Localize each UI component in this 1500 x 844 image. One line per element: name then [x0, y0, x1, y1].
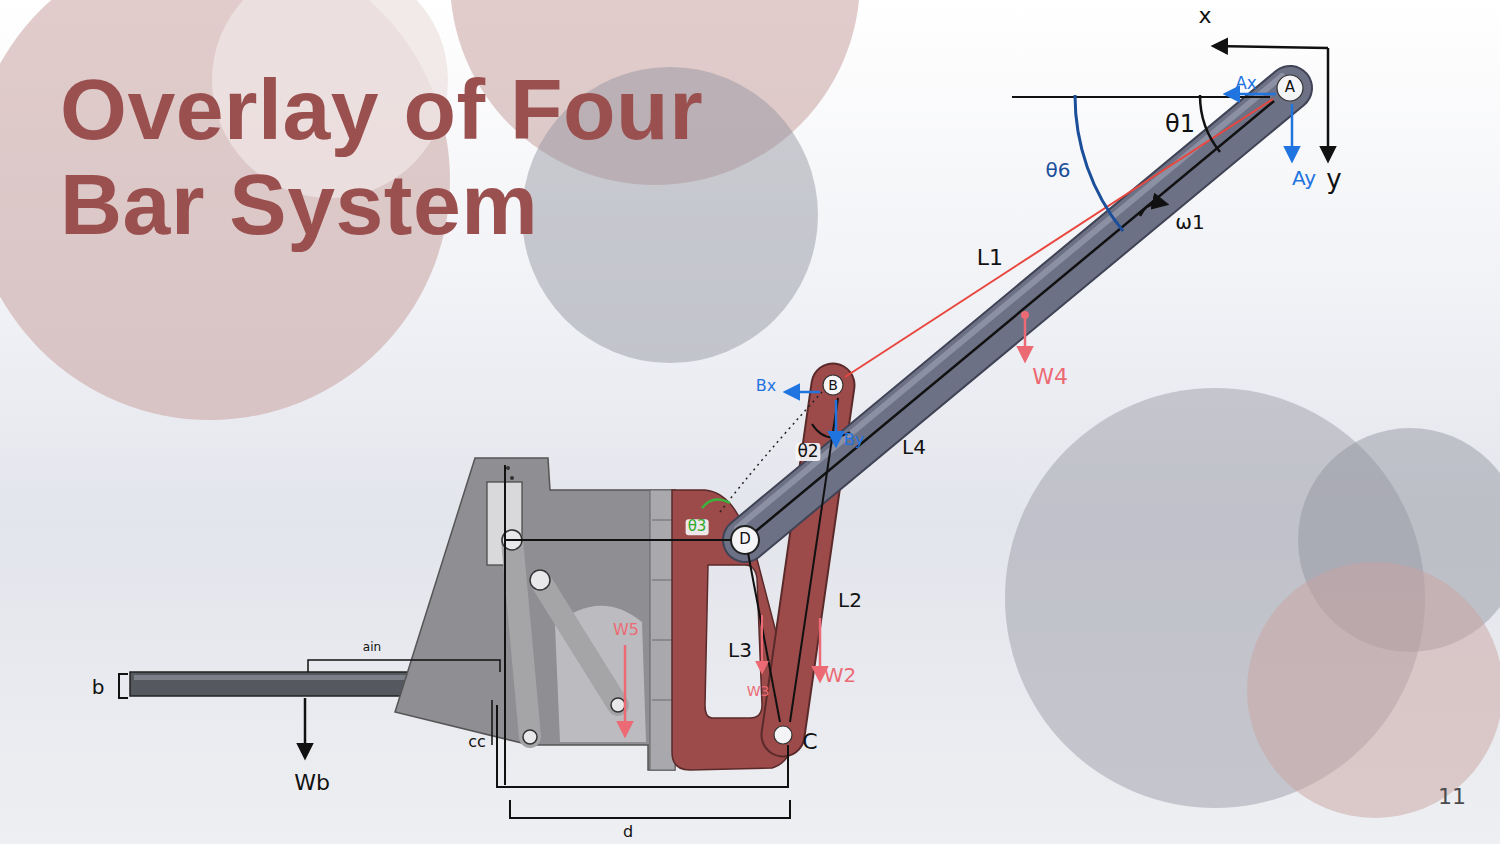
pin-hole [731, 526, 759, 554]
slide-title: Overlay of Four Bar System [60, 62, 860, 251]
angle-label: θ1 [1164, 112, 1196, 137]
length-label: L1 [976, 246, 1004, 269]
reference-line [505, 539, 731, 541]
dimension-bracket [510, 800, 790, 818]
page-number: 11 [1437, 785, 1467, 808]
axis-arrow [1214, 46, 1328, 48]
pin-hole [774, 726, 792, 744]
length-label: L2 [837, 590, 863, 611]
dimension-label: cc [467, 734, 487, 751]
tick [652, 580, 673, 581]
background-circles [0, 0, 1500, 818]
joint-label: B [826, 378, 840, 393]
reaction-arrow [1291, 104, 1294, 160]
pivot [523, 730, 537, 744]
dotted-line [720, 392, 822, 512]
velocity-label: ω1 [1174, 212, 1205, 233]
dimension-bracket [119, 674, 128, 698]
angle-label: θ6 [1045, 160, 1072, 181]
angle-arc [1200, 95, 1220, 152]
inner-link [540, 580, 618, 705]
pivots [502, 530, 625, 744]
joint-label: C [801, 730, 818, 753]
angle-label: θ3 [686, 519, 709, 535]
dimension-label: b [91, 677, 106, 698]
weight-arrow [761, 615, 763, 672]
pin-hole [1277, 75, 1303, 101]
weight-label: W5 [612, 622, 640, 639]
weight-arrow [624, 645, 627, 735]
axis-label: x [1197, 4, 1212, 27]
reaction-arrow [835, 400, 838, 445]
hole-dot [510, 476, 514, 480]
axis-arrow [1327, 48, 1330, 160]
hole-dot [506, 466, 510, 470]
reaction-arrow [1226, 93, 1276, 96]
angle-arc [702, 499, 730, 508]
force-label: Ax [1234, 75, 1258, 93]
pivot [611, 698, 625, 712]
dimension-bracket [491, 700, 493, 745]
tick [652, 520, 673, 521]
length-line [845, 99, 1273, 377]
dimension-line [308, 660, 500, 672]
plate-ticks [652, 520, 673, 700]
decor-circle [1247, 562, 1500, 818]
force-label: By [843, 432, 865, 449]
gray-housing [395, 458, 675, 770]
reference-line [504, 465, 506, 785]
rotation-arrow [1140, 203, 1166, 216]
tick [652, 700, 673, 701]
reference-line [1012, 96, 1270, 98]
weight-arrow [819, 618, 822, 680]
dimension-label: d [622, 824, 634, 841]
joint-label: D [737, 532, 753, 548]
length-line [756, 101, 1274, 531]
angle-arc [1075, 95, 1123, 231]
weight-label: W4 [1031, 365, 1069, 388]
reaction-arrow [786, 391, 820, 394]
weight-arrow [304, 698, 307, 757]
bar-highlight [737, 76, 1282, 528]
weight-arrow [1024, 318, 1027, 360]
tick [652, 640, 673, 641]
weight-label: Wb [293, 771, 331, 794]
weight-label: W3 [746, 684, 771, 699]
length-label: L4 [901, 437, 927, 458]
weight-label: W2 [823, 665, 858, 686]
angle-label: θ2 [795, 443, 820, 461]
inner-link [512, 540, 530, 737]
pin-hole [823, 375, 843, 395]
dimension-line [497, 705, 788, 787]
length-label: L3 [727, 640, 753, 661]
axis-label: y [1325, 166, 1342, 193]
mass-center [1021, 311, 1029, 319]
joint-label: A [1283, 80, 1297, 96]
force-label: Ay [1291, 168, 1317, 189]
force-label: Bx [755, 378, 777, 395]
dimension-label: ain [362, 641, 382, 654]
pivot [530, 570, 550, 590]
